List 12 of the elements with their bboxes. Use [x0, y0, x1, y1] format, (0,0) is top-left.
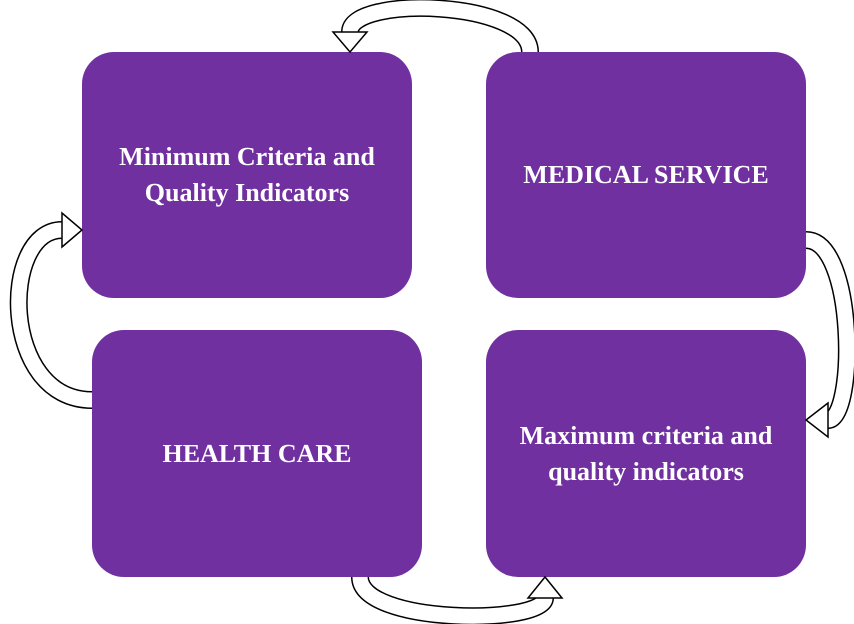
process-box — [92, 330, 422, 577]
curved-block-arrow — [351, 574, 564, 624]
process-box — [82, 52, 412, 298]
curved-block-arrow — [331, 0, 539, 55]
box-label: MEDICAL SERVICE — [523, 159, 769, 191]
process-box — [486, 330, 806, 577]
curved-block-arrow — [10, 211, 94, 409]
process-box — [486, 52, 806, 298]
box-label: Maximum criteria and quality indicators — [518, 420, 774, 488]
box-label: Minimum Criteria and Quality Indicators — [118, 141, 376, 209]
box-label: HEALTH CARE — [162, 438, 352, 470]
curved-block-arrow — [803, 231, 854, 439]
